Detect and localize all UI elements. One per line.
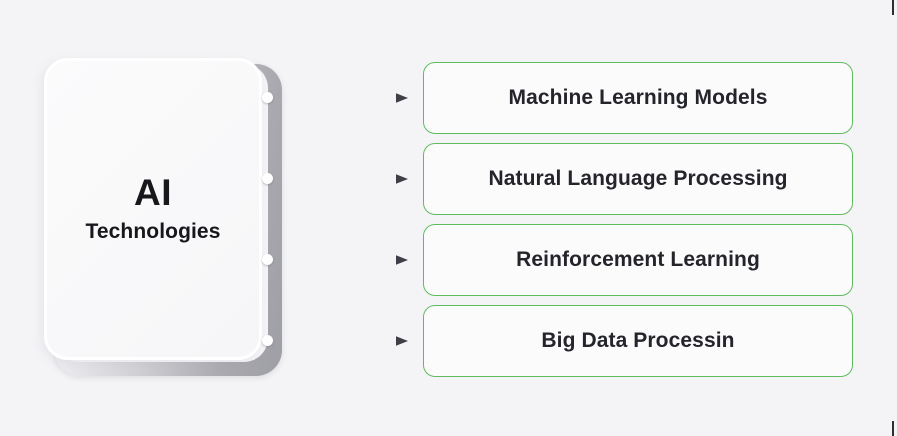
branch-label: Reinforcement Learning bbox=[516, 248, 760, 271]
branch-box-3[interactable]: Reinforcement Learning bbox=[423, 224, 853, 296]
branch-label: Natural Language Processing bbox=[488, 167, 788, 190]
hub-node[interactable]: AI Technologies bbox=[44, 58, 282, 376]
hub-title: AI bbox=[134, 171, 172, 213]
connector-dot-2 bbox=[262, 173, 273, 184]
branch-box-4[interactable]: Big Data Processin bbox=[423, 305, 853, 377]
edge-artifact-top bbox=[892, 0, 894, 15]
connector-arrow-3 bbox=[280, 253, 412, 267]
connector-dot-1 bbox=[262, 92, 273, 103]
connector-arrow-2 bbox=[280, 172, 412, 186]
branch-box-2[interactable]: Natural Language Processing bbox=[423, 143, 853, 215]
branch-box-1[interactable]: Machine Learning Models bbox=[423, 62, 853, 134]
connector-arrow-4 bbox=[280, 334, 412, 348]
connector-dot-3 bbox=[262, 254, 273, 265]
branch-label: Machine Learning Models bbox=[508, 86, 768, 109]
hub-subtitle: Technologies bbox=[85, 220, 221, 244]
edge-artifact-bottom bbox=[892, 421, 894, 436]
hub-card[interactable]: AI Technologies bbox=[44, 58, 262, 360]
connector-arrow-1 bbox=[280, 91, 412, 105]
branch-label: Big Data Processin bbox=[541, 329, 735, 352]
connector-dot-4 bbox=[262, 335, 273, 346]
